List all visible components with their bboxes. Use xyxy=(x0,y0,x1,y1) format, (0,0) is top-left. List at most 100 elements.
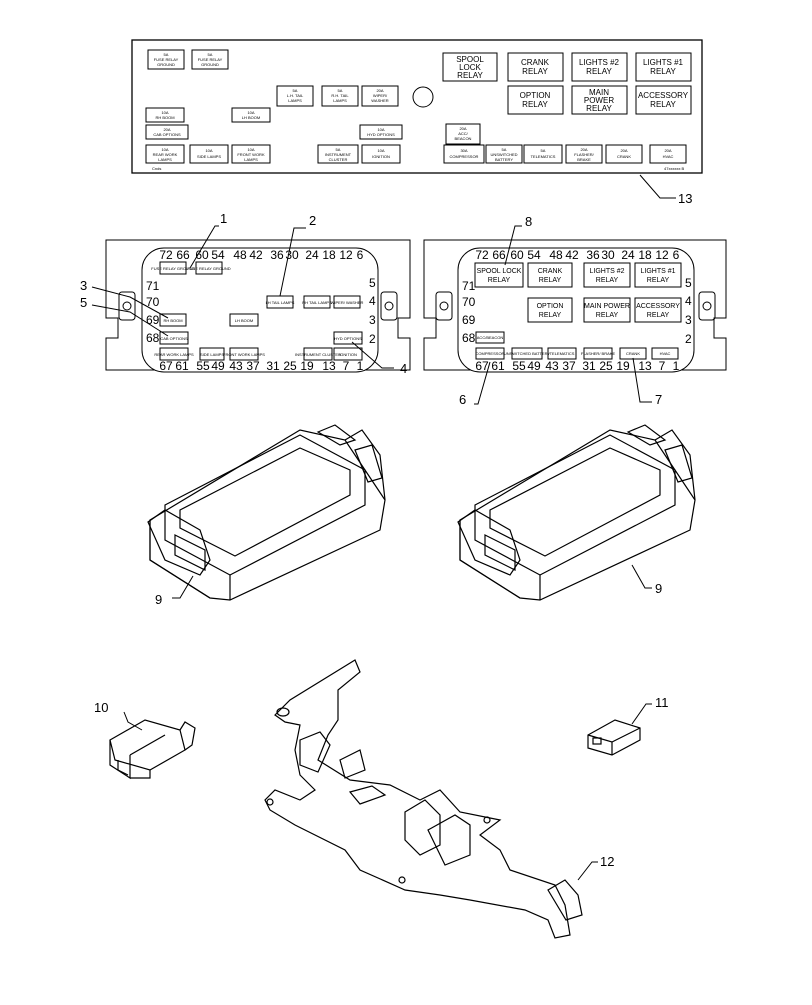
callout-9a-leader xyxy=(172,575,194,599)
decal-relay-lights-2: LIGHTS #2 RELAY xyxy=(571,52,628,82)
svg-text:13: 13 xyxy=(638,359,652,373)
decal-corner-right: 47xxxxxx B xyxy=(664,166,685,171)
left-map-side-numbers: 71 70 69 68 5 4 3 2 xyxy=(146,276,376,346)
svg-text:RELAY: RELAY xyxy=(647,277,670,284)
svg-text:RELAY: RELAY xyxy=(647,312,670,319)
callout-5: 5 xyxy=(80,295,87,310)
decal-fuse-lh-tail: 5A L.H. TAIL LAMPS xyxy=(276,85,314,107)
svg-text:42: 42 xyxy=(249,248,263,262)
decal-fuse-crank: 20A CRANK xyxy=(605,144,643,164)
svg-text:66: 66 xyxy=(176,248,190,262)
right-map-ear-left xyxy=(435,291,453,321)
left-map-frame xyxy=(105,239,411,371)
svg-text:5A: 5A xyxy=(338,88,343,93)
decal-fuse-cab-options: 20A CAB OPTIONS xyxy=(145,124,189,140)
svg-text:36: 36 xyxy=(270,248,284,262)
rm-relay-option: OPTION xyxy=(537,303,564,310)
decal-fuse-wiper: 20A WIPER/ WASHER xyxy=(361,85,399,107)
left-fuse-map: 72 66 60 54 48 42 36 30 24 18 12 6 67 61… xyxy=(105,239,411,373)
callout-9b-leader xyxy=(631,564,652,589)
callout-8: 8 xyxy=(525,214,532,229)
callout-13: 13 xyxy=(678,191,692,206)
svg-text:LAMPS: LAMPS xyxy=(333,98,347,103)
decal-fuse-rh-tail: 5A R.H. TAIL LAMPS xyxy=(321,85,359,107)
svg-text:GROUND: GROUND xyxy=(157,62,175,67)
svg-text:12: 12 xyxy=(655,248,669,262)
lm-side: SIDE LAMPS xyxy=(200,352,224,357)
rm-relay-spool-lock: SPOOL LOCK xyxy=(477,268,522,275)
decal-relay-crank: CRANK RELAY xyxy=(507,52,564,82)
lm-ignition: IGNITION xyxy=(339,352,357,357)
svg-text:HVAC: HVAC xyxy=(663,154,674,159)
svg-text:31: 31 xyxy=(266,359,280,373)
svg-text:69: 69 xyxy=(462,313,476,327)
fuse-box-housing-left xyxy=(147,424,386,601)
decal-fuse-flasher: 20A FLASHER/ BRAKE xyxy=(565,144,603,164)
svg-text:CRANK: CRANK xyxy=(521,58,550,67)
callout-12: 12 xyxy=(600,854,614,869)
callout-10: 10 xyxy=(94,700,108,715)
svg-text:54: 54 xyxy=(211,248,225,262)
svg-text:25: 25 xyxy=(283,359,297,373)
lm-front-work: FRONT WORK LAMPS xyxy=(223,352,265,357)
svg-text:36: 36 xyxy=(586,248,600,262)
svg-text:67: 67 xyxy=(475,359,489,373)
svg-text:48: 48 xyxy=(233,248,247,262)
svg-text:20A: 20A xyxy=(664,148,671,153)
svg-text:5A: 5A xyxy=(502,147,507,152)
svg-text:RELAY: RELAY xyxy=(586,67,612,76)
svg-text:30A: 30A xyxy=(460,148,467,153)
svg-text:RELAY: RELAY xyxy=(522,67,548,76)
svg-text:61: 61 xyxy=(491,359,505,373)
clip-part xyxy=(587,719,641,756)
decal-fuse-front-work: 10A FRONT WORK LAMPS xyxy=(231,144,271,164)
decal-relay-spool-lock: SPOOL LOCK RELAY xyxy=(442,52,498,82)
decal-fuse-relay-ground-1: 5A FUSE RELAY GROUND xyxy=(147,49,185,70)
svg-text:24: 24 xyxy=(621,248,635,262)
svg-text:5: 5 xyxy=(369,276,376,290)
rm-fuse-crank: CRANK xyxy=(626,351,640,356)
callout-8-leader xyxy=(504,225,522,266)
decal-fuse-relay-ground-2: 5A FUSE RELAY GROUND xyxy=(191,49,229,70)
svg-text:RELAY: RELAY xyxy=(596,312,619,319)
right-map-top-numbers: 72 66 60 54 48 42 36 30 24 18 12 6 xyxy=(475,248,679,262)
svg-text:37: 37 xyxy=(562,359,576,373)
mounting-bracket xyxy=(264,659,583,939)
svg-text:54: 54 xyxy=(527,248,541,262)
svg-text:LIGHTS #1: LIGHTS #1 xyxy=(643,58,684,67)
lm-cab-options: CAB OPTIONS xyxy=(160,336,188,341)
lm-fuse-relay-a: FUSE RELAY GROUND xyxy=(151,266,195,271)
rm-fuse-unswitched: UNSWITCHED BATTERY xyxy=(504,351,551,356)
left-map-bottom-numbers: 67 61 55 49 43 37 31 25 19 13 7 1 xyxy=(159,359,363,373)
svg-text:5: 5 xyxy=(685,276,692,290)
svg-text:19: 19 xyxy=(616,359,630,373)
svg-text:49: 49 xyxy=(211,359,225,373)
callout-6: 6 xyxy=(459,392,466,407)
svg-text:LAMPS: LAMPS xyxy=(288,98,302,103)
svg-text:69: 69 xyxy=(146,313,160,327)
svg-text:61: 61 xyxy=(175,359,189,373)
svg-text:10A: 10A xyxy=(205,148,212,153)
svg-text:68: 68 xyxy=(146,331,160,345)
decal-fuse-hyd-options: 10A HYD OPTIONS xyxy=(359,124,403,140)
svg-text:6: 6 xyxy=(357,248,364,262)
svg-text:R.H. TAIL: R.H. TAIL xyxy=(331,93,349,98)
svg-text:10A: 10A xyxy=(377,127,384,132)
lm-instrument: INSTRUMENT CLUSTER xyxy=(295,352,341,357)
svg-text:4: 4 xyxy=(369,294,376,308)
callout-7: 7 xyxy=(655,392,662,407)
callout-9a: 9 xyxy=(155,592,162,607)
svg-text:TELEMATICS: TELEMATICS xyxy=(531,154,556,159)
lm-fuse-relay-b: FUSE RELAY GROUND xyxy=(187,266,231,271)
svg-text:55: 55 xyxy=(196,359,210,373)
rm-relay-crank: CRANK xyxy=(538,268,563,275)
svg-text:10A: 10A xyxy=(161,110,168,115)
svg-text:5A: 5A xyxy=(541,148,546,153)
svg-text:6: 6 xyxy=(673,248,680,262)
svg-text:WASHER: WASHER xyxy=(371,98,389,103)
svg-text:49: 49 xyxy=(527,359,541,373)
svg-text:71: 71 xyxy=(462,279,476,293)
svg-text:67: 67 xyxy=(159,359,173,373)
svg-text:70: 70 xyxy=(146,295,160,309)
